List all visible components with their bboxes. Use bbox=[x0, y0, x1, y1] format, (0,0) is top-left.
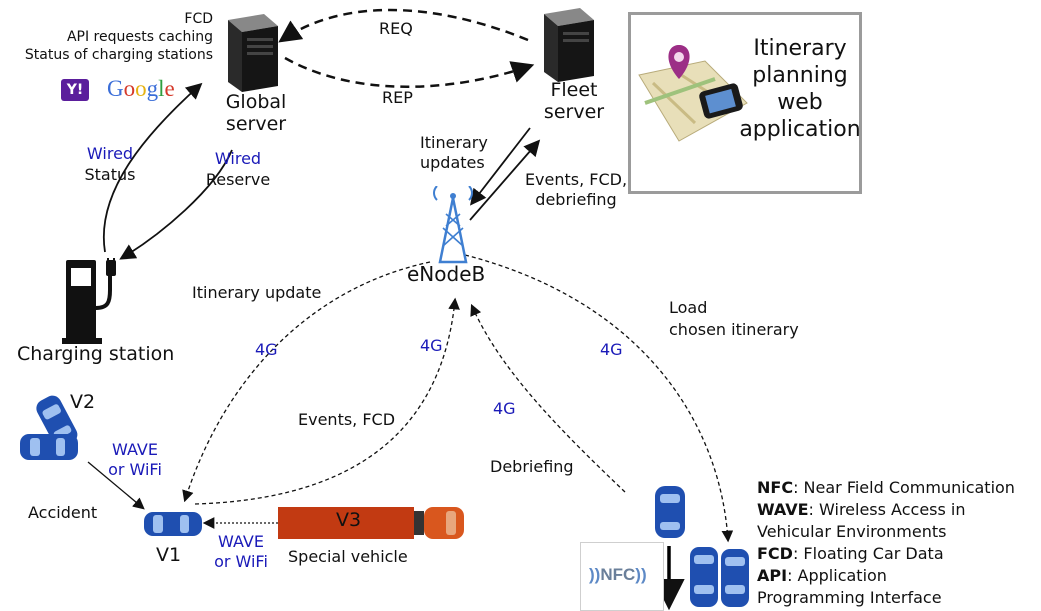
wave-wifi-label-v2: WAVE or WiFi bbox=[108, 440, 162, 479]
wave-wifi-label-v3: WAVE or WiFi bbox=[214, 532, 268, 571]
itinerary-app-panel: Itinerary planning web application bbox=[628, 12, 862, 194]
nfc-logo: ))NFC)) bbox=[589, 565, 647, 584]
req-arrow bbox=[278, 8, 529, 43]
itinerary-update-label: Itinerary update bbox=[192, 283, 322, 302]
fourg-label-update: 4G bbox=[255, 340, 278, 359]
wired-status-arrow bbox=[102, 82, 203, 253]
wired-reserve-arrow bbox=[119, 149, 233, 260]
google-logo: Google bbox=[107, 76, 175, 101]
itinerary-update-4g-arrow bbox=[182, 261, 431, 503]
global-server-icon bbox=[228, 14, 278, 92]
nfc-car-icon bbox=[655, 486, 685, 538]
accident-label: Accident bbox=[28, 503, 98, 522]
events-fcd-label: Events, FCD bbox=[298, 410, 396, 429]
v1-car-icon bbox=[144, 512, 202, 536]
queued-cars-icon bbox=[690, 547, 749, 607]
itinerary-updates-arrow bbox=[470, 127, 531, 206]
v1-label: V1 bbox=[156, 544, 182, 566]
req-label: REQ bbox=[379, 19, 413, 38]
map-phone-icon bbox=[638, 45, 748, 142]
charging-station-icon bbox=[62, 258, 116, 344]
legend-row-fcd: FCD: Floating Car Data bbox=[757, 544, 944, 563]
legend-row-api: API: Application bbox=[757, 566, 887, 585]
global-server-label: Global server bbox=[225, 91, 287, 135]
debriefing-4g-arrow bbox=[470, 303, 626, 493]
legend-row-wave: WAVE: Wireless Access in bbox=[757, 500, 966, 519]
legend-row-wave-cont: Vehicular Environments bbox=[757, 522, 947, 541]
global-server-features: FCD API requests caching Status of charg… bbox=[24, 11, 213, 64]
enodeb-label: eNodeB bbox=[407, 262, 486, 286]
v3-label: V3 bbox=[336, 509, 362, 531]
rep-label: REP bbox=[382, 88, 413, 107]
fourg-label-load: 4G bbox=[600, 340, 623, 359]
fleet-server-label: Fleet server bbox=[543, 79, 605, 123]
rep-arrow bbox=[284, 56, 535, 88]
wired-status-label: Wired Status bbox=[84, 144, 136, 184]
v2-label: V2 bbox=[70, 391, 96, 413]
legend-row-api-cont: Programming Interface bbox=[757, 588, 942, 607]
fourg-label-events: 4G bbox=[420, 336, 443, 355]
v2-accident-cars-icon bbox=[20, 395, 78, 460]
app-title: Itinerary planning web application bbox=[739, 36, 861, 143]
debriefing-label: Debriefing bbox=[490, 457, 574, 476]
v3-truck-icon bbox=[278, 507, 464, 539]
v2-to-v1-arrow bbox=[87, 461, 145, 510]
legend-row-nfc: NFC: Near Field Communication bbox=[757, 478, 1015, 497]
itinerary-updates-label: Itinerary updates bbox=[420, 133, 488, 172]
special-vehicle-label: Special vehicle bbox=[288, 547, 408, 566]
events-fcd-4g-arrow bbox=[194, 297, 460, 505]
wired-reserve-label: Wired Reserve bbox=[205, 149, 271, 189]
nfc-panel: ))NFC)) bbox=[580, 542, 664, 611]
load-chosen-itinerary-label: Load chosen itinerary bbox=[669, 298, 799, 339]
events-fcd-debriefing-arrow bbox=[469, 139, 541, 221]
load-itinerary-4g-arrow bbox=[464, 254, 734, 543]
yahoo-logo: Y! bbox=[61, 79, 89, 101]
enodeb-tower-icon bbox=[433, 186, 473, 264]
fourg-label-debriefing: 4G bbox=[493, 399, 516, 418]
events-fcd-debriefing-label: Events, FCD, debriefing bbox=[524, 170, 628, 209]
charging-station-label: Charging station bbox=[17, 343, 175, 365]
fleet-server-icon bbox=[544, 8, 594, 82]
